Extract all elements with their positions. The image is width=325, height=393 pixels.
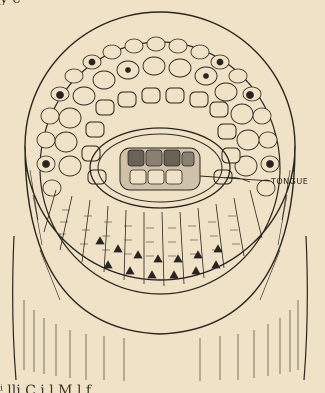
bottom-caption-fragment: ⁱ lli C i l M l f	[0, 383, 325, 393]
fold-hatching	[58, 210, 240, 256]
bottom-caption-text: ⁱ lli C i l M l f	[0, 383, 91, 393]
tube-body	[13, 236, 308, 380]
tongue-leader-line	[200, 176, 270, 181]
tube-body-shading	[24, 300, 298, 381]
tongue-label: TONGUE	[271, 177, 308, 186]
tongue	[90, 128, 250, 208]
